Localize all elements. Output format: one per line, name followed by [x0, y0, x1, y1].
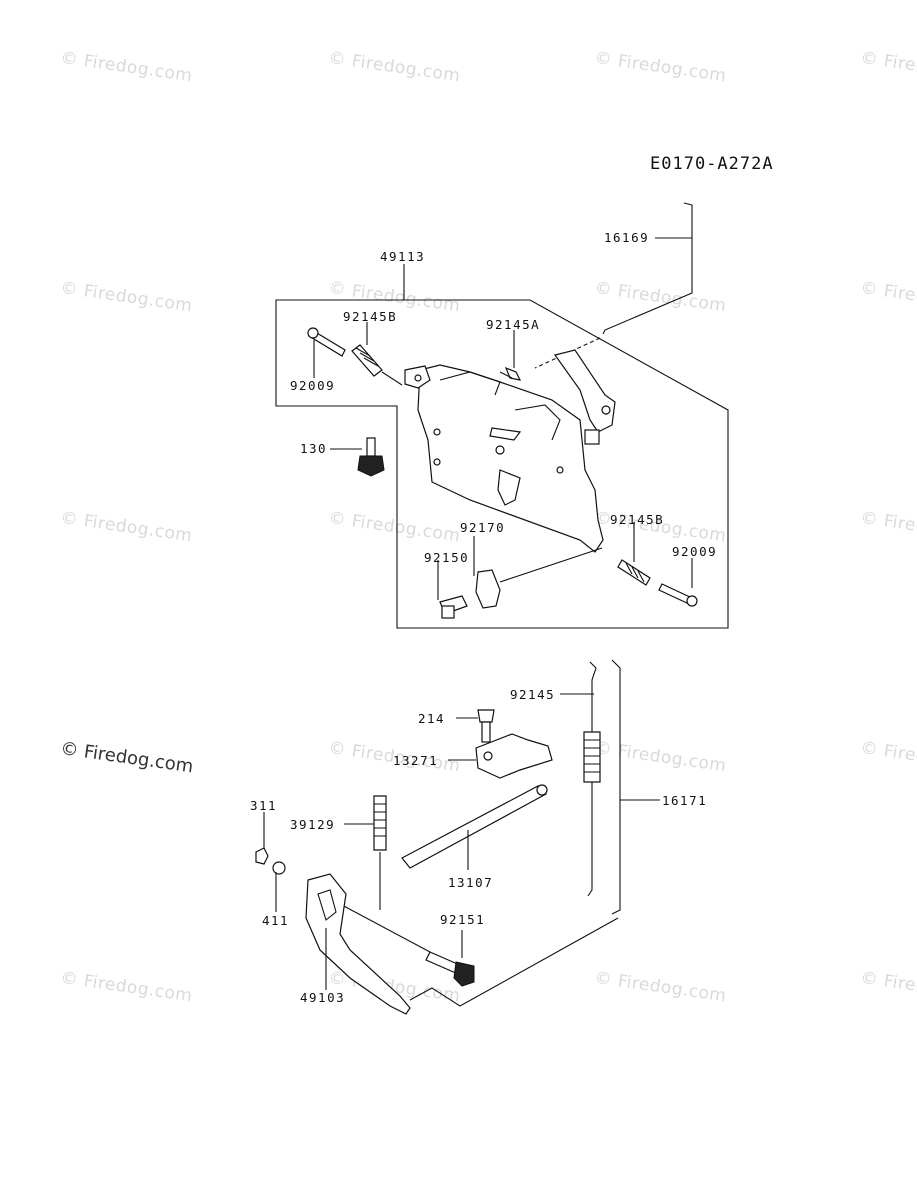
- spring-92145: [583, 731, 601, 783]
- part-label-92170: 92170: [460, 520, 506, 535]
- spring-leader: [381, 371, 403, 386]
- rod-16171: [611, 659, 621, 915]
- part-label-16169: 16169: [604, 230, 650, 245]
- bracket-13271: [475, 733, 553, 779]
- bolt-130-head: [357, 455, 385, 477]
- link-line: [339, 903, 431, 953]
- plate-slot: [489, 427, 522, 441]
- control-plate: [417, 364, 604, 553]
- spring-coil: [625, 562, 645, 583]
- bracket-hole: [483, 751, 493, 761]
- part-label-49103: 49103: [300, 990, 346, 1005]
- plate-hole: [433, 458, 441, 466]
- part-label-130: 130: [300, 441, 328, 456]
- part-label-311: 311: [250, 798, 278, 813]
- diagram-reference-code: E0170-A272A: [650, 154, 774, 174]
- plate-tab-hole: [414, 374, 422, 382]
- bolt-214-shank: [481, 721, 491, 743]
- plate-arm: [553, 349, 616, 433]
- part-label-92150: 92150: [424, 550, 470, 565]
- control-plate-fold: [439, 371, 561, 441]
- shaft-end: [536, 784, 548, 796]
- spring-hook: [499, 371, 513, 379]
- bolt-92151-head: [453, 961, 475, 987]
- rod-92145: [587, 661, 597, 897]
- rod-16169: [602, 202, 693, 335]
- part-label-92151: 92151: [440, 912, 486, 927]
- lever-49103: [305, 873, 411, 1015]
- lower-bracket-outline: [409, 917, 619, 1007]
- plate-arm-hole: [601, 405, 611, 415]
- part-label-16171: 16171: [662, 793, 708, 808]
- plate-arm-nut: [584, 429, 600, 445]
- link-line: [499, 547, 603, 583]
- part-label-92145a: 92145A: [486, 317, 541, 332]
- washer-411: [272, 861, 286, 875]
- assembly-outline: [275, 299, 729, 629]
- part-label-411: 411: [262, 913, 290, 928]
- part-label-39129: 39129: [290, 817, 336, 832]
- spring-coil: [584, 739, 600, 773]
- plate-hole: [556, 466, 564, 474]
- shaft-13107: [401, 785, 547, 869]
- part-label-92009-top: 92009: [290, 378, 336, 393]
- part-label-92145: 92145: [510, 687, 556, 702]
- part-label-92145b-top: 92145B: [343, 309, 398, 324]
- bolt-130-shank: [366, 437, 376, 457]
- part-label-13107: 13107: [448, 875, 494, 890]
- part-label-214: 214: [418, 711, 446, 726]
- lever-detail: [317, 889, 337, 921]
- spring-92145a: [504, 366, 522, 381]
- part-label-92145b-bottom: 92145B: [610, 512, 665, 527]
- spring-92145b-top: [351, 344, 383, 377]
- part-label-92009-bottom: 92009: [672, 544, 718, 559]
- spring-coil: [374, 803, 386, 837]
- leader-lines: [263, 237, 693, 990]
- part-label-49113: 49113: [380, 249, 426, 264]
- spring-coil: [355, 347, 379, 367]
- plate-hole: [495, 445, 505, 455]
- bolt-head: [686, 595, 698, 607]
- nut-311: [255, 847, 269, 865]
- clip-92170: [475, 569, 501, 609]
- plate-hole: [433, 428, 441, 436]
- bolt-head: [307, 327, 319, 339]
- part-label-13271: 13271: [393, 753, 439, 768]
- bolt-214: [477, 709, 495, 723]
- plate-lever: [497, 469, 521, 506]
- spring-92145b-bottom: [617, 559, 651, 586]
- bolt-92150-head: [441, 605, 455, 619]
